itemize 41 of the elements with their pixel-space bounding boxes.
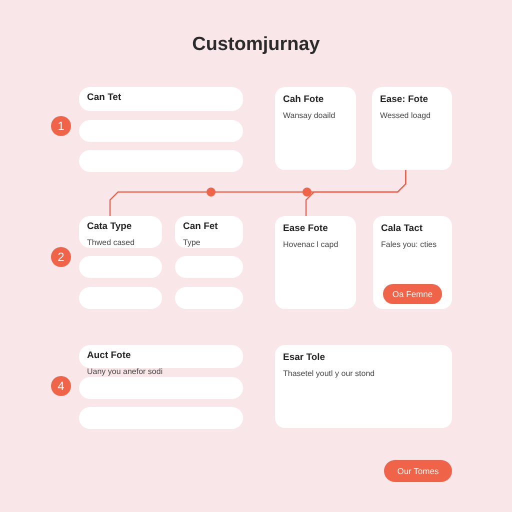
info-card xyxy=(372,87,452,170)
heading-text: Can Tet xyxy=(87,92,122,103)
heading-text: Ease: Fote xyxy=(380,94,430,105)
info-card xyxy=(373,216,452,309)
input-field xyxy=(79,377,243,399)
info-card xyxy=(275,345,452,428)
input-field xyxy=(79,150,243,172)
input-field xyxy=(79,120,243,142)
action-button: Oa Femne xyxy=(383,284,442,304)
text-field xyxy=(79,216,162,248)
step-number-badge: 2 xyxy=(51,247,71,267)
text-field xyxy=(79,87,243,111)
heading-text: Esar Tole xyxy=(283,352,326,363)
heading-text: Cala Tact xyxy=(381,223,424,234)
heading-text: Auct Fote xyxy=(87,350,132,361)
input-field xyxy=(79,407,243,429)
description-text: Type xyxy=(183,238,202,247)
input-field xyxy=(79,287,162,309)
description-text: Hovenac l capd xyxy=(283,240,340,249)
text-field xyxy=(79,345,243,368)
step-number-badge: 1 xyxy=(51,116,71,136)
helper-text: Uany you anefor sodi xyxy=(87,367,163,376)
info-card xyxy=(275,87,356,170)
text-field xyxy=(175,216,243,248)
description-text: Thasetel youtl y our stond xyxy=(283,369,376,378)
heading-text: Cata Type xyxy=(87,221,133,232)
connector-line xyxy=(305,170,406,216)
heading-text: Ease Fote xyxy=(283,223,329,234)
description-text: Thwed cased xyxy=(87,238,136,247)
input-field xyxy=(175,256,243,278)
input-field xyxy=(79,256,162,278)
description-text: Wessed loagd xyxy=(380,111,432,120)
description-text: Fales you: cties xyxy=(381,240,438,249)
heading-text: Can Fet xyxy=(183,221,219,232)
description-text: Wansay doaild xyxy=(283,111,336,120)
info-card xyxy=(275,216,356,309)
heading-text: Cah Fote xyxy=(283,94,325,105)
input-field xyxy=(175,287,243,309)
step-number-badge: 4 xyxy=(51,376,71,396)
title: Customjurnay xyxy=(191,34,321,56)
action-button: Our Tomes xyxy=(384,460,452,482)
